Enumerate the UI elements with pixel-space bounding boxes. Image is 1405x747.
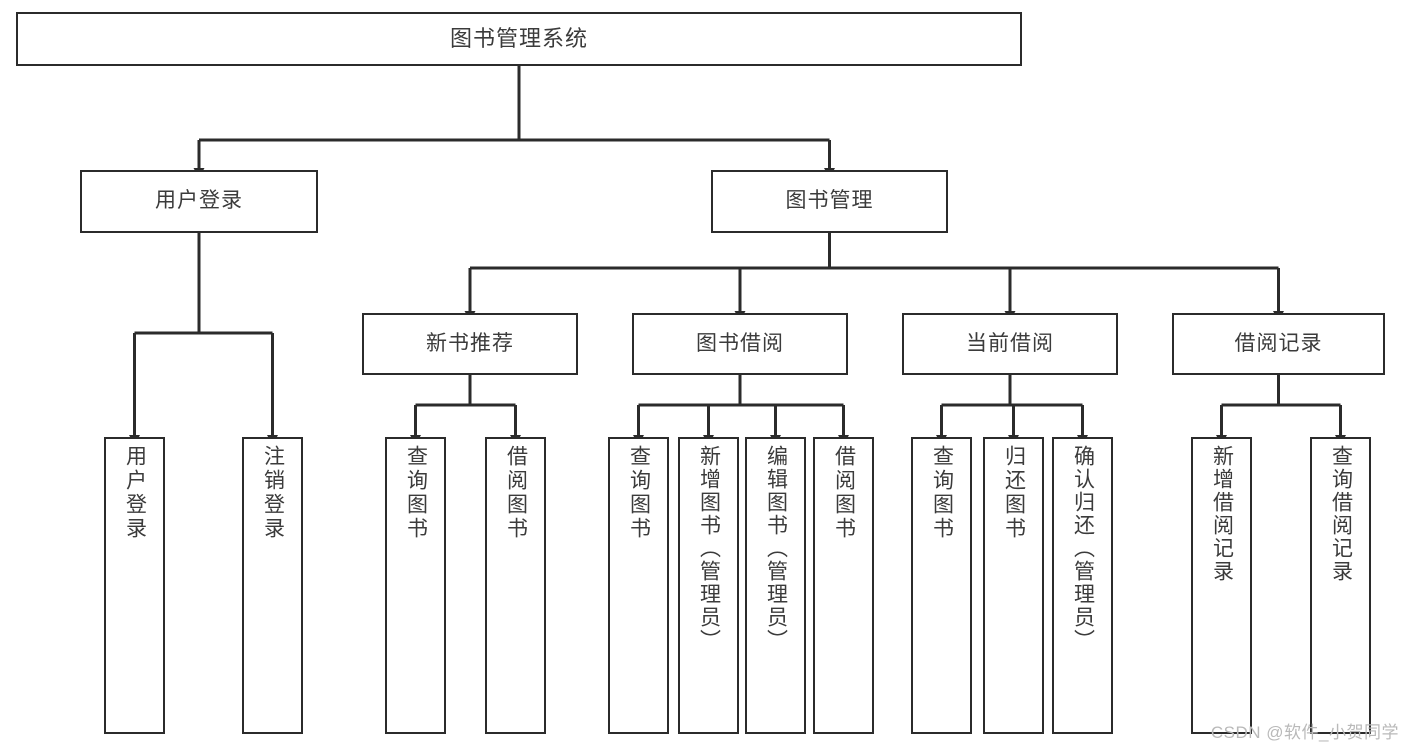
leaf-record-query-record[interactable]: 查询借阅记录 xyxy=(1310,437,1371,734)
node-new-book-recommend[interactable]: 新书推荐 xyxy=(362,313,578,375)
node-root[interactable]: 图书管理系统 xyxy=(16,12,1022,66)
leaf-record-query-record-label: 查询借阅记录 xyxy=(1329,445,1353,583)
leaf-record-add-record-label: 新增借阅记录 xyxy=(1210,445,1234,583)
leaf-borrow-edit-book-label: 编辑图书（管理员） xyxy=(764,445,788,652)
node-borrow-record-label: 借阅记录 xyxy=(1234,331,1323,355)
leaf-record-add-record[interactable]: 新增借阅记录 xyxy=(1191,437,1252,734)
node-new-book-recommend-label: 新书推荐 xyxy=(426,331,514,355)
leaf-current-confirm-return[interactable]: 确认归还（管理员） xyxy=(1052,437,1113,734)
node-book-borrow-label: 图书借阅 xyxy=(696,331,784,355)
leaf-borrow-add-book-label: 新增图书（管理员） xyxy=(697,445,721,652)
leaf-borrow-query-book[interactable]: 查询图书 xyxy=(608,437,669,734)
leaf-borrow-borrow-book[interactable]: 借阅图书 xyxy=(813,437,874,734)
node-root-label: 图书管理系统 xyxy=(449,26,588,52)
node-book-borrow[interactable]: 图书借阅 xyxy=(632,313,848,375)
node-current-borrow-label: 当前借阅 xyxy=(966,331,1054,355)
leaf-recommend-borrow-book-label: 借阅图书 xyxy=(504,445,528,541)
leaf-current-confirm-return-label: 确认归还（管理员） xyxy=(1071,445,1095,652)
node-user-login[interactable]: 用户登录 xyxy=(80,170,318,233)
leaf-recommend-borrow-book[interactable]: 借阅图书 xyxy=(485,437,546,734)
leaf-borrow-add-book[interactable]: 新增图书（管理员） xyxy=(678,437,739,734)
leaf-current-return-book-label: 归还图书 xyxy=(1002,445,1026,541)
csdn-watermark: CSDN @软件_小贺同学 xyxy=(1210,723,1399,742)
leaf-user-login-label: 用户登录 xyxy=(123,445,147,541)
leaf-recommend-query-book[interactable]: 查询图书 xyxy=(385,437,446,734)
node-borrow-record[interactable]: 借阅记录 xyxy=(1172,313,1385,375)
leaf-user-login[interactable]: 用户登录 xyxy=(104,437,165,734)
leaf-borrow-borrow-book-label: 借阅图书 xyxy=(832,445,856,541)
node-user-login-label: 用户登录 xyxy=(155,189,243,213)
leaf-current-query-book-label: 查询图书 xyxy=(930,445,954,541)
leaf-borrow-query-book-label: 查询图书 xyxy=(627,445,651,541)
leaf-current-return-book[interactable]: 归还图书 xyxy=(983,437,1044,734)
leaf-logout-label: 注销登录 xyxy=(261,445,285,541)
node-book-manage-label: 图书管理 xyxy=(785,189,874,213)
leaf-current-query-book[interactable]: 查询图书 xyxy=(911,437,972,734)
leaf-borrow-edit-book[interactable]: 编辑图书（管理员） xyxy=(745,437,806,734)
leaf-logout[interactable]: 注销登录 xyxy=(242,437,303,734)
node-book-manage[interactable]: 图书管理 xyxy=(711,170,948,233)
leaf-recommend-query-book-label: 查询图书 xyxy=(404,445,428,541)
node-current-borrow[interactable]: 当前借阅 xyxy=(902,313,1118,375)
